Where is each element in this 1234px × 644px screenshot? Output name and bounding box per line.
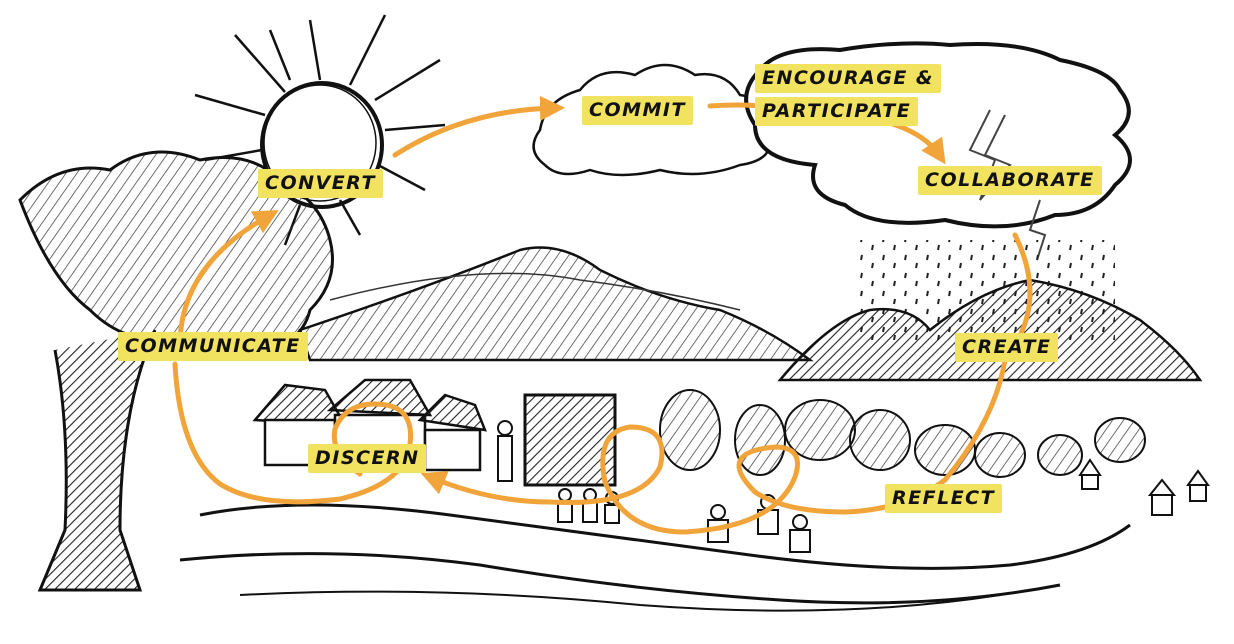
stage-encourage-line1: ENCOURAGE &	[755, 64, 941, 93]
arrow-convert-to-commit	[392, 95, 565, 158]
left-tree	[18, 150, 334, 592]
stage-create: CREATE	[955, 333, 1059, 362]
stage-convert: CONVERT	[258, 169, 383, 198]
stage-collaborate: COLLABORATE	[918, 166, 1102, 195]
mountains	[298, 246, 1203, 382]
small-cloud	[532, 63, 772, 177]
arrow-reflect-loop	[420, 424, 800, 535]
stage-encourage-line2: PARTICIPATE	[755, 97, 919, 126]
stage-reflect: REFLECT	[885, 484, 1003, 513]
stage-commit: COMMIT	[582, 96, 693, 125]
river	[179, 503, 1131, 612]
meeting-board	[523, 393, 617, 487]
arrow-communicate-to-convert	[177, 210, 279, 348]
stage-communicate: COMMUNICATE	[118, 332, 308, 361]
houses-right	[1078, 458, 1210, 516]
stage-discern: DISCERN	[308, 444, 427, 473]
forest	[659, 389, 1146, 478]
arrow-commit-to-encourage	[707, 102, 763, 109]
